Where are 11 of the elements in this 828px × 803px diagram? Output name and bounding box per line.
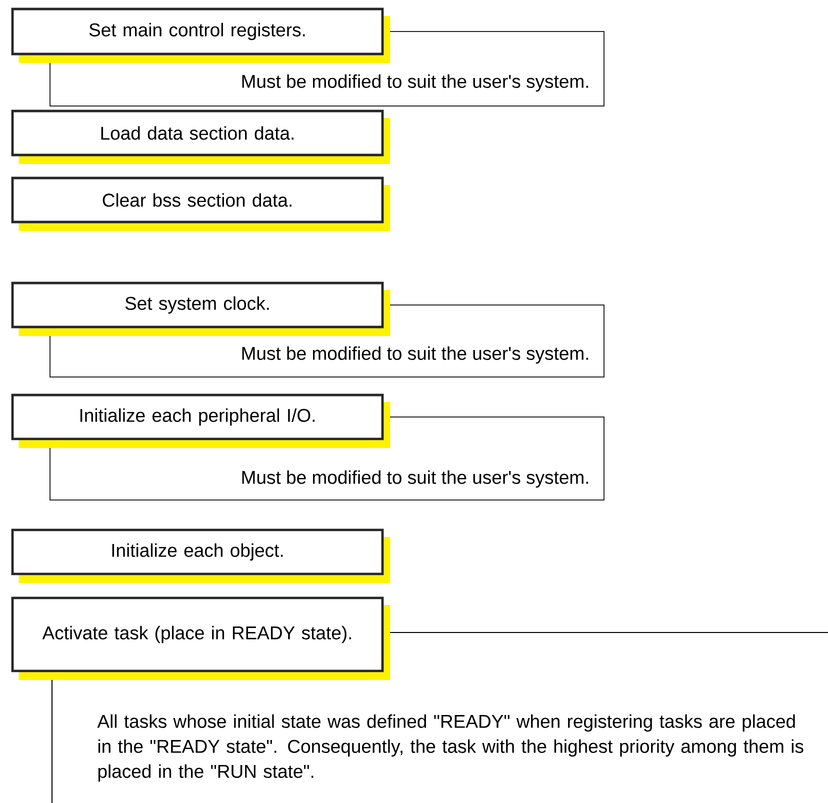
note-text: Must be modified to suit the user's system.: [242, 346, 588, 364]
process-box: Set main control registers.: [11, 8, 390, 63]
note-text: Must be modified to suit the user's system.: [242, 74, 588, 92]
process-box: Load data section data.: [11, 110, 390, 164]
process-box: Initialize each peripheral I/O.: [11, 394, 390, 448]
process-box: Initialize each object.: [11, 528, 390, 583]
process-box: Activate task (place in READY state).: [11, 596, 390, 680]
note-text: All tasks whose initial state was defined "READY" when registering tasks are placed in the "READY state". Consequently, the task with the highest priority among them is placed in the "RUN state".: [97, 714, 804, 782]
note-text: Must be modified to suit the user's system.: [242, 470, 588, 488]
process-box: Clear bss section data.: [11, 176, 390, 231]
process-box: Set system clock.: [11, 282, 390, 336]
